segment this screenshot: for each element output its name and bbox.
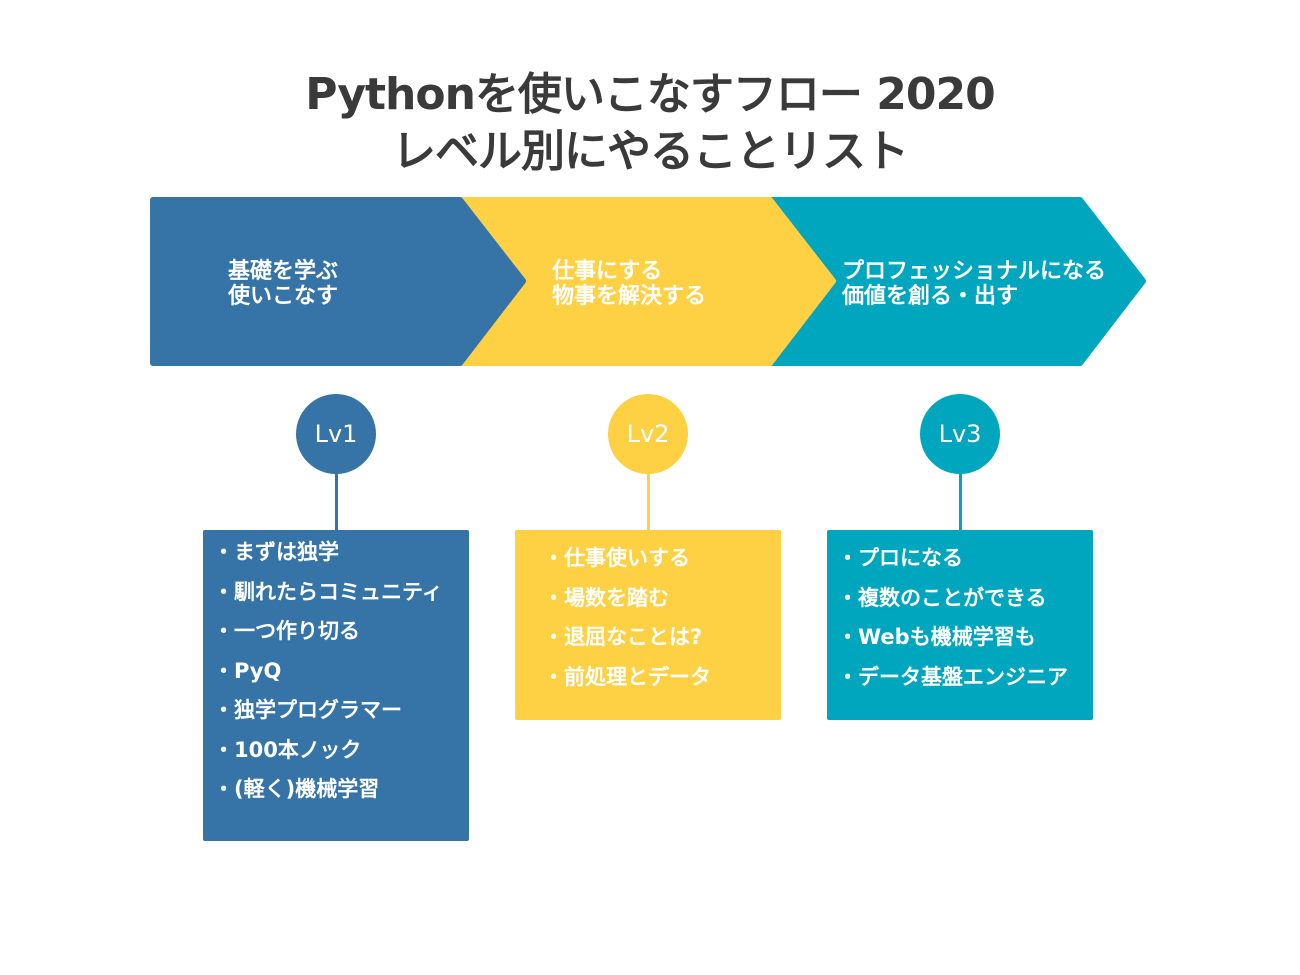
list-item: ・一つ作り切る <box>213 619 360 643</box>
title-line-2: レベル別にやることリスト <box>392 126 909 177</box>
list-item: ・複数のことができる <box>837 585 1047 610</box>
level-1-badge: Lv1 <box>296 394 376 474</box>
list-item: ・Webも機械学習も <box>837 625 1036 649</box>
stage-2-line-2: 物事を解決する <box>552 284 707 309</box>
list-item: ・プロになる <box>837 546 963 570</box>
level-1-list: ・まずは独学 ・馴れたらコミュニティ ・一つ作り切る ・PyQ ・独学プログラマ… <box>203 530 469 841</box>
list-item: ・PyQ <box>213 658 282 683</box>
title-line-1: Pythonを使いこなすフロー 2020 <box>305 69 995 120</box>
level-3-list: ・プロになる ・複数のことができる ・Webも機械学習も ・データ基盤エンジニア <box>827 530 1093 720</box>
connector-1 <box>335 473 338 531</box>
list-item: ・(軽く)機械学習 <box>213 777 380 801</box>
list-item: ・データ基盤エンジニア <box>837 664 1068 689</box>
stage-2-line-1: 仕事にする <box>552 259 663 284</box>
stage-2-label: 仕事にする 物事を解決する <box>552 259 706 309</box>
stage-3-line-1: プロフェッショナルになる <box>842 259 1107 284</box>
stage-1-line-1: 基礎を学ぶ <box>228 259 339 284</box>
list-item: ・前処理とデータ <box>543 664 711 689</box>
level-3-badge: Lv3 <box>920 394 1000 474</box>
level-2-badge: Lv2 <box>608 394 688 474</box>
list-item: ・場数を踏む <box>543 585 669 610</box>
stage-1-label: 基礎を学ぶ 使いこなす <box>228 259 338 309</box>
connector-3 <box>959 473 962 531</box>
chevron-stage-1 <box>150 197 526 366</box>
list-item: ・独学プログラマー <box>213 698 402 722</box>
list-item: ・仕事使いする <box>543 546 690 570</box>
list-item: ・100本ノック <box>213 737 362 762</box>
stage-3-line-2: 価値を創る・出す <box>842 284 1019 309</box>
stage-1-line-2: 使いこなす <box>228 284 339 309</box>
list-item: ・馴れたらコミュニティ <box>213 579 443 604</box>
stage-3-label: プロフェッショナルになる 価値を創る・出す <box>842 259 1106 309</box>
list-item: ・まずは独学 <box>213 540 339 564</box>
list-item: ・退屈なことは? <box>543 625 703 649</box>
level-2-list: ・仕事使いする ・場数を踏む ・退屈なことは? ・前処理とデータ <box>515 530 781 720</box>
connector-2 <box>647 473 650 531</box>
